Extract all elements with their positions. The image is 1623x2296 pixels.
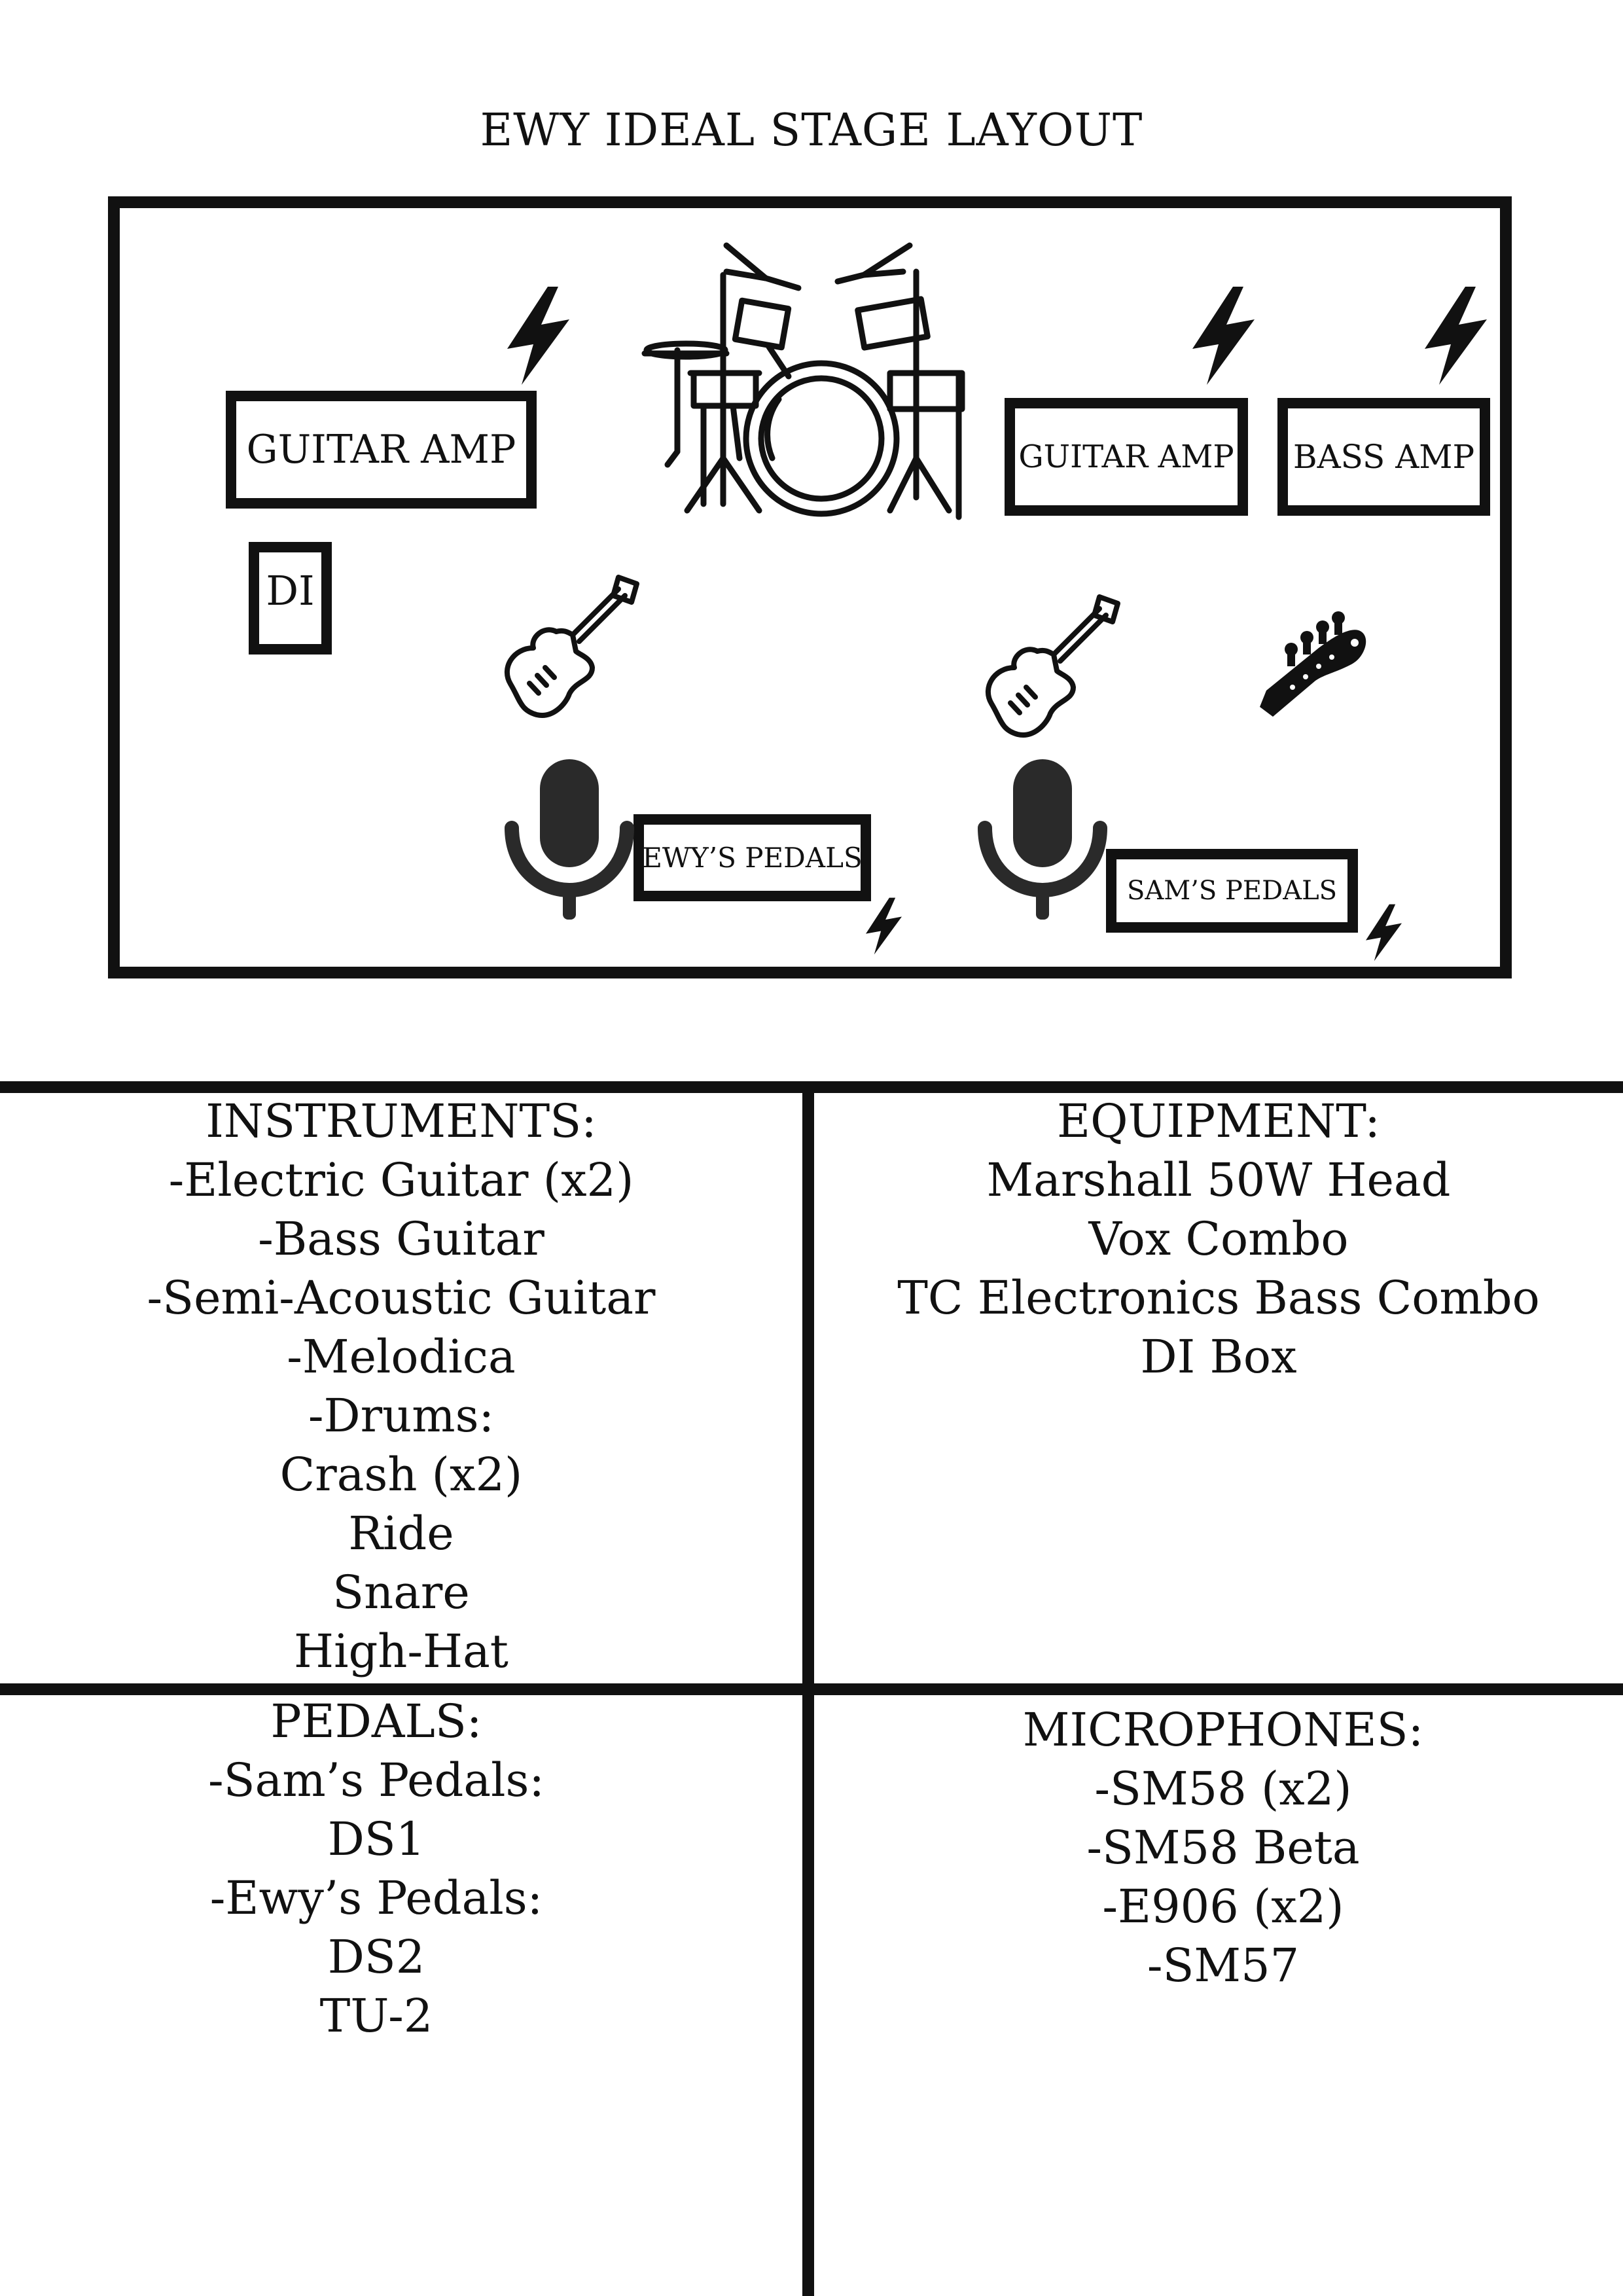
lightning-bolt-icon bbox=[507, 287, 569, 385]
guitar-amp-left-label: GUITAR AMP bbox=[246, 427, 516, 473]
list-item: -Ewy’s Pedals: bbox=[209, 1871, 543, 1925]
pedals-heading: PEDALS: bbox=[270, 1695, 482, 1748]
ewy-pedals-label: EWY’S PEDALS bbox=[642, 842, 863, 874]
microphones-section: MICROPHONES: -SM58 (x2) -SM58 Beta -E906… bbox=[814, 1700, 1623, 1995]
guitar-amp-right: GUITAR AMP bbox=[1005, 398, 1248, 516]
equipment-section: EQUIPMENT: Marshall 50W Head Vox Combo T… bbox=[814, 1092, 1623, 1386]
instruments-heading: INSTRUMENTS: bbox=[205, 1094, 597, 1148]
grid-divider-vertical bbox=[802, 1081, 814, 2296]
bass-amp: BASS AMP bbox=[1277, 398, 1490, 516]
di-box: DI bbox=[249, 542, 332, 655]
lightning-bolt-icon bbox=[1366, 904, 1402, 961]
equipment-heading: EQUIPMENT: bbox=[1056, 1094, 1381, 1148]
microphone-icon bbox=[505, 759, 634, 920]
sam-pedals: SAM’S PEDALS bbox=[1106, 849, 1358, 933]
bass-headstock-icon bbox=[1260, 611, 1366, 717]
electric-guitar-icon bbox=[986, 594, 1120, 738]
list-item: -Drums: bbox=[308, 1389, 495, 1443]
list-item: TC Electronics Bass Combo bbox=[897, 1271, 1540, 1325]
list-item: -Semi-Acoustic Guitar bbox=[147, 1271, 656, 1325]
lightning-bolt-icon bbox=[866, 897, 902, 955]
lightning-bolt-icon bbox=[1192, 287, 1255, 385]
lightning-bolt-icon bbox=[1425, 287, 1487, 385]
list-item: High-Hat bbox=[294, 1624, 508, 1678]
list-item: DI Box bbox=[1140, 1330, 1297, 1384]
list-item: -Sam’s Pedals: bbox=[208, 1753, 544, 1807]
list-item: -Electric Guitar (x2) bbox=[168, 1153, 634, 1207]
list-item: -E906 (x2) bbox=[1102, 1880, 1344, 1933]
bass-amp-label: BASS AMP bbox=[1293, 438, 1475, 476]
list-item: -Bass Guitar bbox=[258, 1212, 544, 1266]
sam-pedals-label: SAM’S PEDALS bbox=[1126, 876, 1338, 906]
ewy-pedals: EWY’S PEDALS bbox=[633, 814, 871, 901]
list-item: TU-2 bbox=[319, 1989, 433, 2043]
list-item: Crash (x2) bbox=[279, 1448, 523, 1501]
list-item: -Melodica bbox=[287, 1330, 516, 1384]
guitar-amp-left: GUITAR AMP bbox=[226, 391, 537, 509]
guitar-amp-right-label: GUITAR AMP bbox=[1018, 439, 1234, 475]
instruments-section: INSTRUMENTS: -Electric Guitar (x2) -Bass… bbox=[0, 1092, 802, 1681]
list-item: -SM58 (x2) bbox=[1094, 1762, 1352, 1816]
drum-kit-icon bbox=[641, 242, 965, 520]
list-item: Vox Combo bbox=[1088, 1212, 1349, 1266]
pedals-section: PEDALS: -Sam’s Pedals: DS1 -Ewy’s Pedals… bbox=[0, 1692, 753, 2045]
electric-guitar-icon bbox=[505, 575, 639, 718]
stage-area bbox=[108, 196, 1512, 978]
microphones-heading: MICROPHONES: bbox=[1022, 1703, 1424, 1757]
list-item: Ride bbox=[348, 1507, 454, 1560]
di-box-label: DI bbox=[266, 567, 315, 615]
list-item: -SM57 bbox=[1147, 1939, 1300, 1992]
list-item: DS2 bbox=[327, 1930, 425, 1984]
list-item: -SM58 Beta bbox=[1086, 1821, 1360, 1874]
page-title: EWY IDEAL STAGE LAYOUT bbox=[480, 105, 1143, 156]
microphone-icon bbox=[978, 759, 1107, 920]
list-item: DS1 bbox=[327, 1812, 425, 1866]
list-item: Snare bbox=[332, 1566, 470, 1619]
list-item: Marshall 50W Head bbox=[986, 1153, 1451, 1207]
